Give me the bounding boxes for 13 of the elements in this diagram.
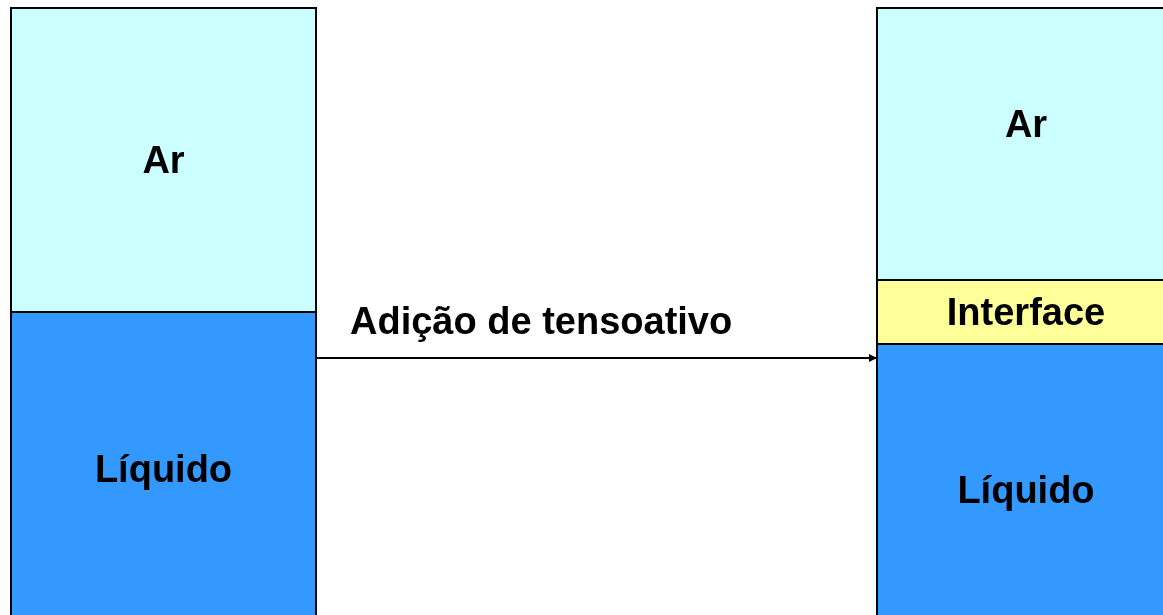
column-box <box>876 7 1163 615</box>
column-box <box>10 7 317 615</box>
layer-label: Líquido <box>94 447 233 491</box>
layer-label: Ar <box>1004 102 1048 146</box>
layer-box <box>878 9 1163 279</box>
layer-box <box>12 311 315 615</box>
layer-label: Interface <box>946 290 1106 334</box>
layer-label: Líquido <box>957 468 1095 512</box>
layer-box <box>12 9 315 311</box>
layer-box <box>878 279 1163 343</box>
layer-label: Ar <box>142 138 185 182</box>
layer-box <box>878 343 1163 615</box>
arrow <box>316 354 877 362</box>
